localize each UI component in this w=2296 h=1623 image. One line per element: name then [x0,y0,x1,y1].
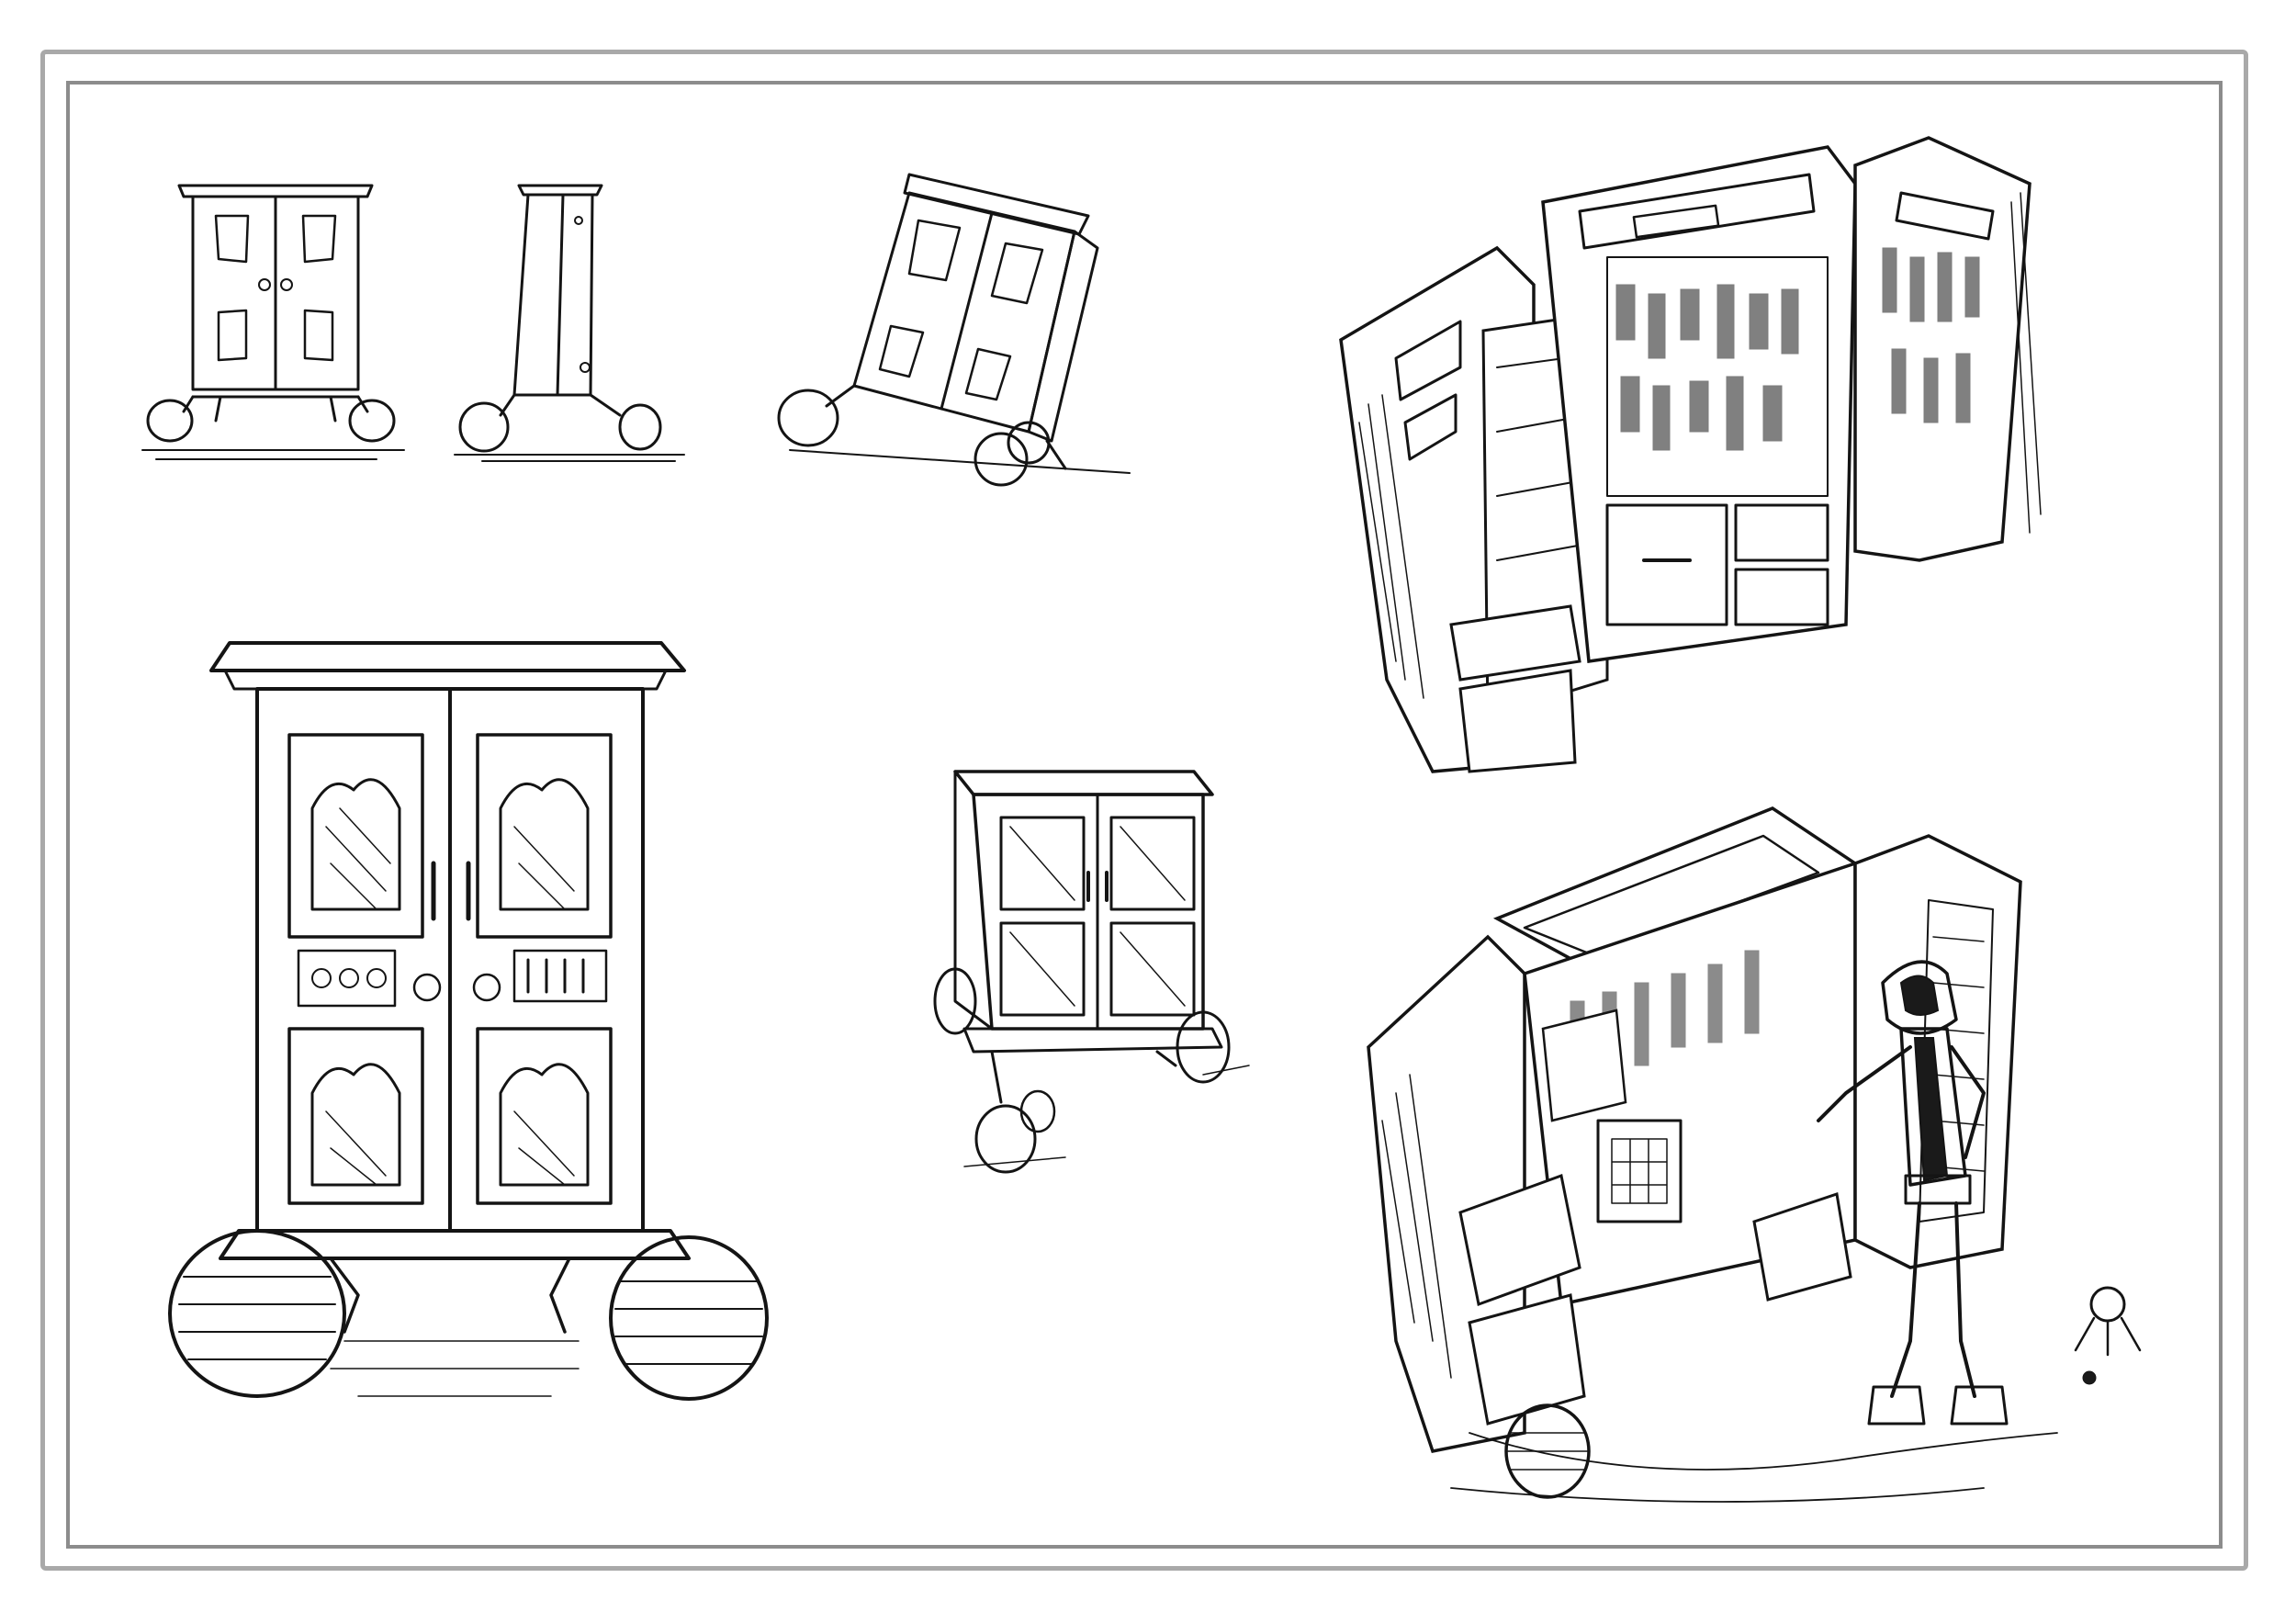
wardrobe-side-icon [445,175,693,478]
robot-wardrobe-icon [1359,790,2167,1525]
wardrobe-tilted-icon [771,165,1139,496]
wardrobe-open-icon [1332,129,2103,808]
wardrobe-front-icon [138,175,413,478]
cabinet-wheels-icon [928,753,1258,1212]
sheet-inner-frame [66,81,2223,1549]
wardrobe-detailed-icon [147,634,845,1405]
